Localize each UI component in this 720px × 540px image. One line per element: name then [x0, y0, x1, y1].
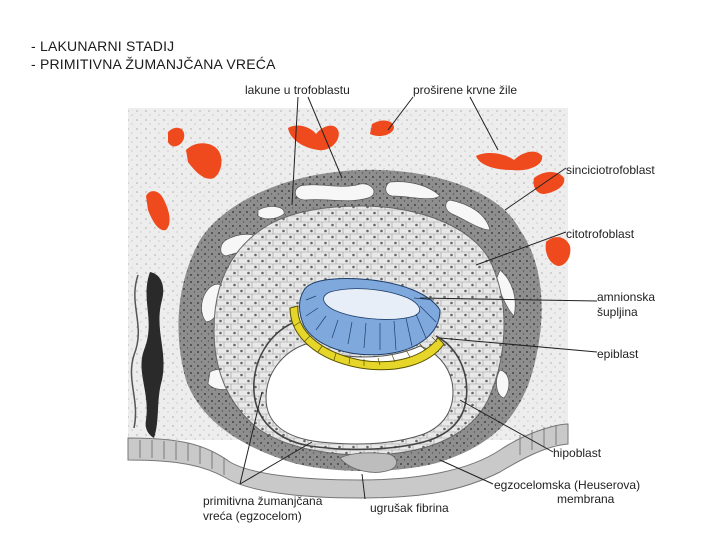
dilated-blood-vessels [146, 120, 571, 266]
label-supljina: šupljina [597, 305, 638, 319]
slide-title-line-1: - LAKUNARNI STADIJ [31, 38, 175, 54]
label-egzocelomska: egzocelomska (Heuserova) [494, 478, 640, 492]
leader-lines [239, 96, 598, 500]
uterine-epithelium [127, 423, 569, 499]
primitive-yolk-sac [265, 343, 454, 445]
label-krvne-zile: proširene krvne žile [413, 83, 517, 97]
uterine-gland [141, 272, 164, 438]
uterine-gland-outline [130, 274, 140, 429]
hypoblast-cells [293, 321, 438, 366]
label-citotrofoblast: citotrofoblast [566, 227, 635, 241]
label-amnionska: amnionska [597, 290, 655, 304]
label-ugrusak: ugrušak fibrina [370, 501, 449, 515]
amniotic-cavity [323, 288, 421, 320]
label-lakune: lakune u trofoblastu [245, 83, 350, 97]
hypoblast [289, 305, 445, 371]
slide-title-line-2: - PRIMITIVNA ŽUMANJČANA VREĆA [31, 56, 276, 72]
label-vreca: vreća (egzocelom) [203, 509, 302, 523]
epiblast-cells [305, 295, 437, 351]
label-epiblast: epiblast [597, 347, 639, 361]
label-membrana: membrana [557, 492, 615, 506]
heuser-membrane [253, 319, 468, 451]
fibrin-clot [339, 452, 397, 473]
label-hipoblast: hipoblast [553, 446, 602, 460]
label-sinciciotrofoblast: sinciciotrofoblast [566, 163, 655, 177]
label-primitivna: primitivna žumanjčana [203, 494, 323, 508]
